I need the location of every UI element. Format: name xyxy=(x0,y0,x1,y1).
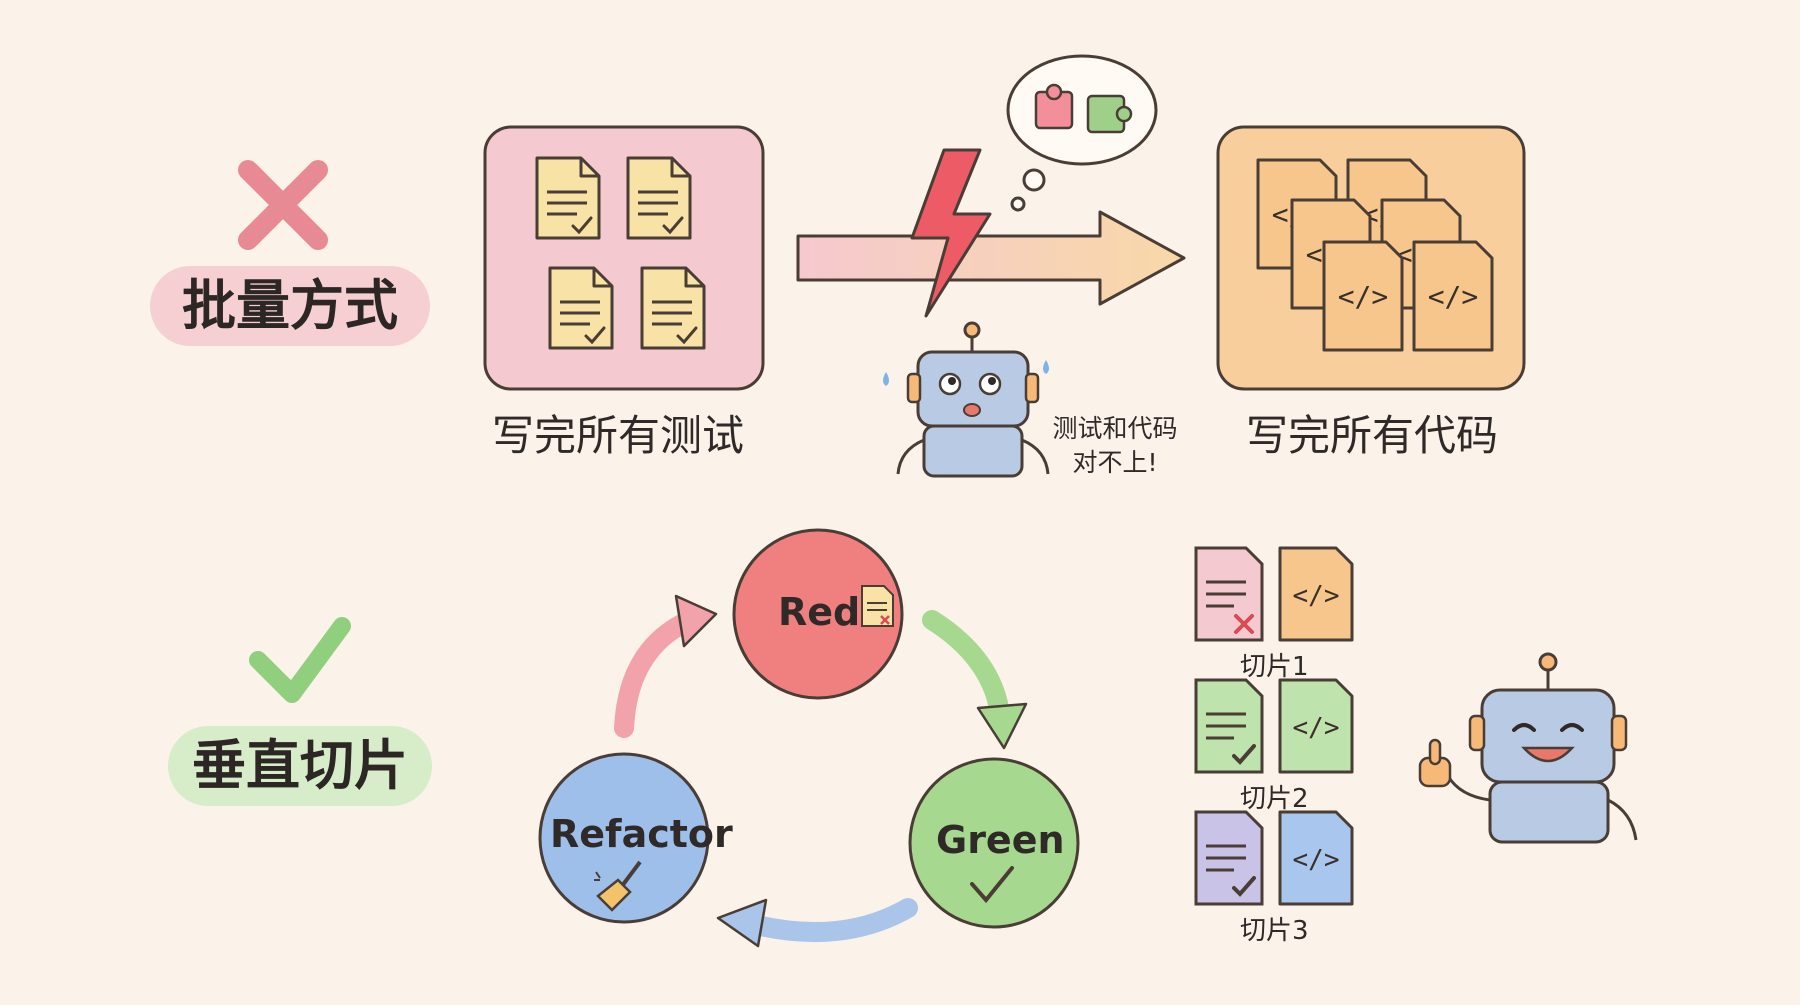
slice-code-doc-icon: </> xyxy=(1278,546,1354,642)
red-stage-label: Red xyxy=(778,590,861,634)
green-stage xyxy=(908,757,1080,929)
tests-caption: 写完所有测试 xyxy=(492,411,745,460)
batch-arrow xyxy=(796,210,1186,306)
slice-test-doc-icon xyxy=(1194,678,1264,774)
tests-panel xyxy=(483,125,765,391)
refactor-stage-label: Refactor xyxy=(550,812,733,856)
code-doc-icon: </> xyxy=(1412,240,1494,352)
happy-robot xyxy=(1418,652,1638,844)
slice-code-doc-icon: </> xyxy=(1278,810,1354,906)
slice-label: 切片3 xyxy=(1240,916,1309,946)
check-icon xyxy=(249,617,351,703)
mismatch-note: 测试和代码 对不上! xyxy=(1040,412,1190,480)
test-doc-icon xyxy=(535,156,601,240)
worried-robot xyxy=(883,321,1050,478)
broom-icon xyxy=(594,860,642,912)
slice-label: 切片1 xyxy=(1240,652,1309,682)
thought-bubble xyxy=(1006,54,1158,212)
test-doc-icon xyxy=(640,266,706,350)
code-glyph: </> xyxy=(1293,845,1340,875)
test-doc-icon xyxy=(548,266,614,350)
thumbs-up-icon xyxy=(1418,738,1452,788)
green-stage-label: Green xyxy=(936,818,1065,862)
slice-code-doc-icon: </> xyxy=(1278,678,1354,774)
code-doc-stack: </></></></></></> xyxy=(1256,158,1494,352)
code-glyph: </> xyxy=(1428,280,1479,313)
batch-approach-label: 批量方式 xyxy=(150,266,430,346)
code-caption: 写完所有代码 xyxy=(1246,411,1499,460)
lightning-icon xyxy=(910,148,992,318)
failing-test-icon xyxy=(861,585,894,627)
code-glyph: </> xyxy=(1293,581,1340,611)
slice-list: </> </> </> xyxy=(1194,546,1354,906)
vertical-slice-label: 垂直切片 xyxy=(168,726,432,806)
mismatch-note-line-2: 对不上! xyxy=(1072,448,1158,477)
red-stage xyxy=(732,528,904,700)
code-glyph: </> xyxy=(1338,280,1389,313)
cycle-arrows xyxy=(614,594,1028,948)
refactor-stage xyxy=(538,752,710,924)
slice-label: 切片2 xyxy=(1240,784,1309,814)
slice-test-doc-icon xyxy=(1194,546,1264,642)
slice-test-doc-icon xyxy=(1194,810,1264,906)
cross-icon xyxy=(238,160,328,250)
puzzle-icon xyxy=(1034,83,1133,134)
code-doc-icon: </> xyxy=(1322,240,1404,352)
test-doc-icon xyxy=(626,156,692,240)
code-glyph: </> xyxy=(1293,713,1340,743)
mismatch-note-line-1: 测试和代码 xyxy=(1052,414,1178,443)
